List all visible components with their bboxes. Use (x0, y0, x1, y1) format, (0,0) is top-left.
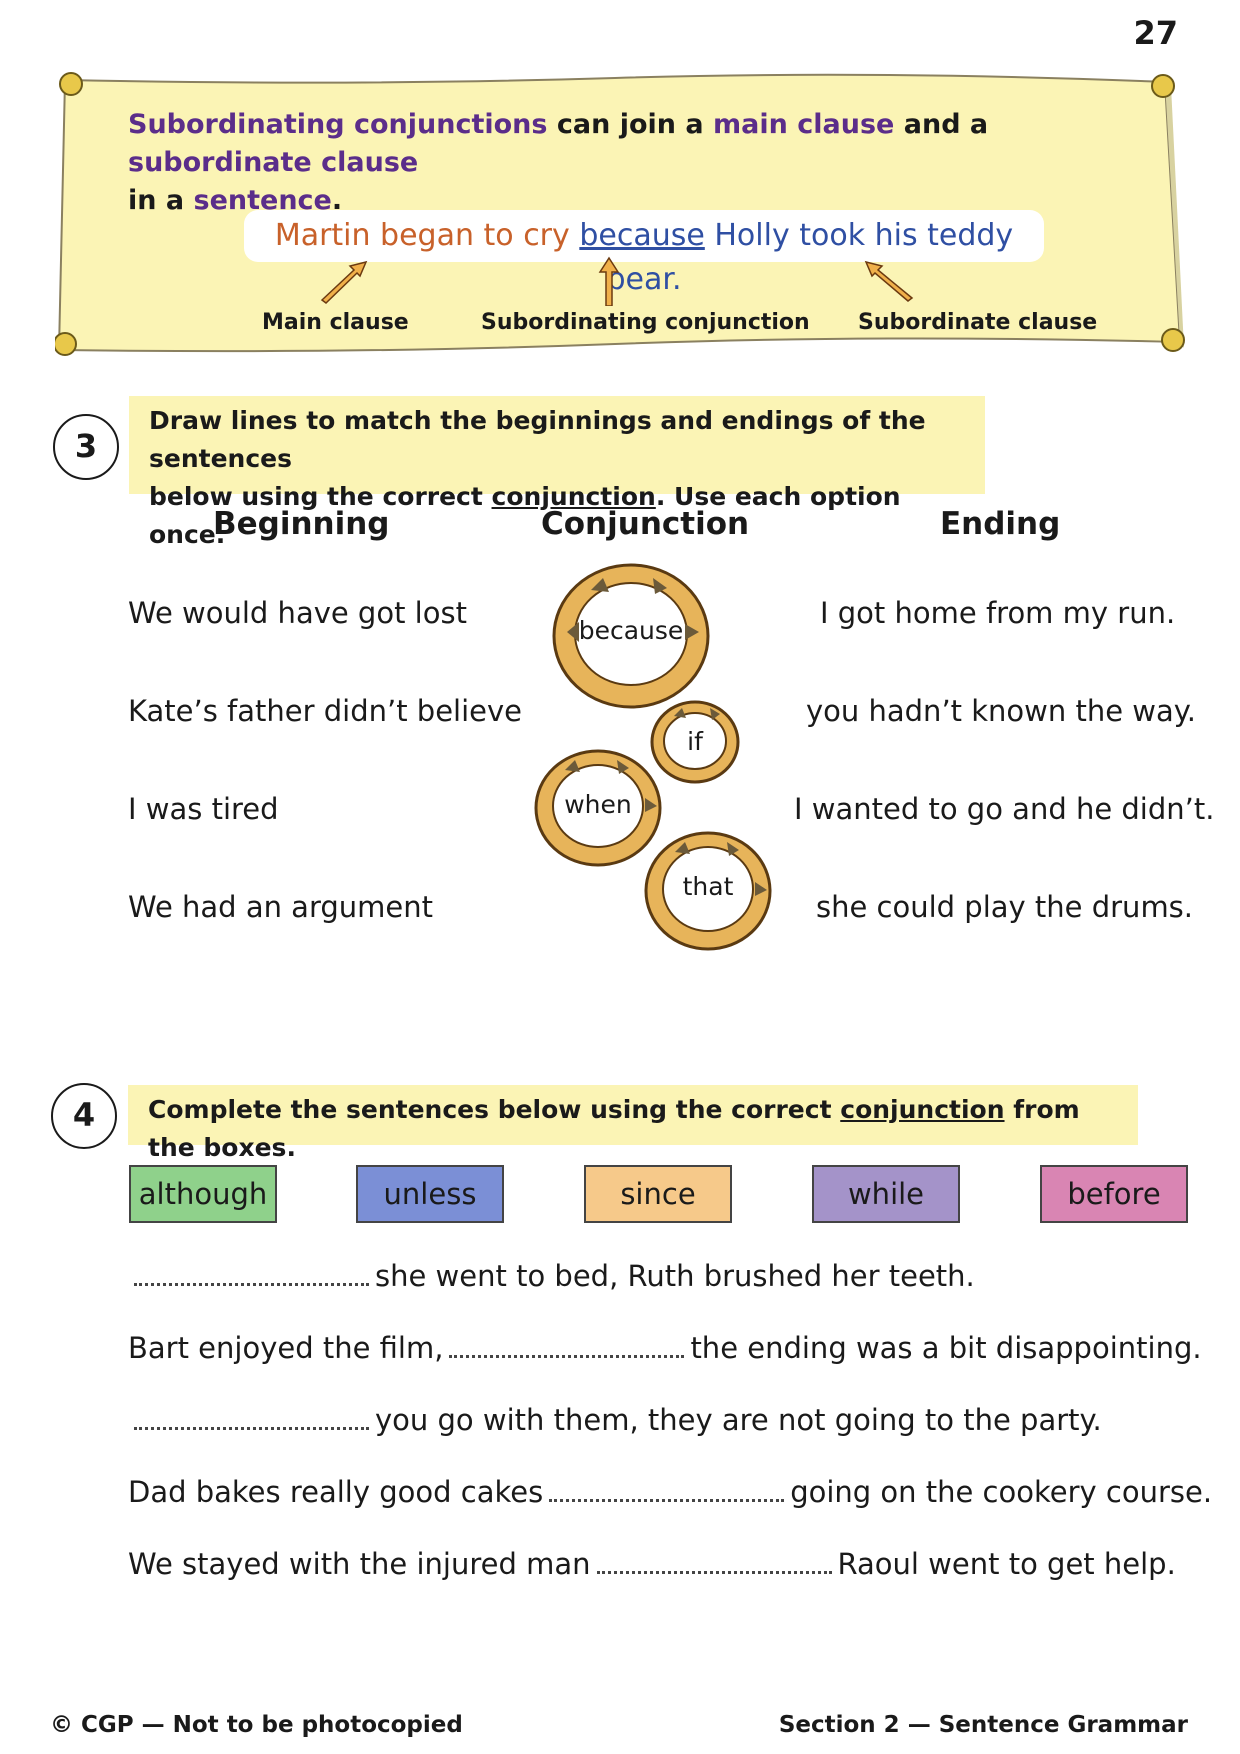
sentence-4: Dad bakes really good cakes going on the … (128, 1472, 1212, 1512)
label-main-clause: Main clause (262, 310, 409, 335)
intro-text: Subordinating conjunctions can join a ma… (128, 106, 1128, 220)
ending-item[interactable]: I wanted to go and he didn’t. (794, 792, 1215, 826)
q3-instruction-end: . Use each option once. (149, 482, 901, 549)
example-subordinate-clause: Holly took his teddy bear. (606, 218, 1014, 297)
conjunction-when[interactable]: when (564, 790, 632, 819)
answer-blank[interactable] (449, 1335, 685, 1358)
conjunction-if[interactable]: if (687, 727, 703, 756)
intro-text-part: and a (894, 109, 989, 140)
conjunction-that[interactable]: that (682, 872, 734, 901)
sentence-3: you go with them, they are not going to … (128, 1400, 1102, 1440)
badge-because[interactable] (551, 562, 711, 710)
intro-keyword: main clause (713, 109, 895, 140)
sentence-text: the ending was a bit disappointing. (690, 1331, 1202, 1365)
header-conjunction: Conjunction (541, 506, 750, 542)
question-3-instruction: Draw lines to match the beginnings and e… (129, 396, 985, 549)
sentence-text: she went to bed, Ruth brushed her teeth. (375, 1259, 975, 1293)
page-number: 27 (1133, 14, 1178, 52)
arrow-up-right-icon (320, 260, 368, 304)
q4-instruction-start: Complete the sentences below using the c… (148, 1095, 841, 1124)
intro-text-part: . (331, 185, 343, 216)
sentence-text: We stayed with the injured man (128, 1547, 591, 1581)
q3-keyword: conjunction (491, 482, 656, 511)
intro-keyword: subordinate clause (128, 147, 419, 178)
example-arrows (320, 256, 914, 306)
label-subordinating-conjunction: Subordinating conjunction (481, 310, 810, 335)
beginning-item[interactable]: We would have got lost (128, 596, 467, 630)
beginning-item[interactable]: We had an argument (128, 890, 433, 924)
conjunction-because[interactable]: because (578, 616, 684, 645)
sentence-5: We stayed with the injured man Raoul went… (128, 1544, 1176, 1584)
q4-instruction-end: from the boxes. (148, 1095, 1080, 1162)
option-box-before[interactable]: before (1040, 1165, 1188, 1223)
q3-instruction-line1: Draw lines to match the beginnings and e… (149, 406, 926, 473)
arrow-up-left-icon (864, 260, 914, 302)
arrow-up-icon (598, 256, 620, 306)
intro-keyword: Subordinating conjunctions (128, 109, 548, 140)
option-box-since[interactable]: since (584, 1165, 732, 1223)
header-beginning: Beginning (213, 506, 390, 542)
example-conjunction: because (579, 218, 705, 253)
example-sentence-box (244, 210, 1044, 262)
question-number-3: 3 (53, 414, 119, 480)
sentence-text: Raoul went to get help. (837, 1547, 1176, 1581)
badge-if[interactable] (650, 700, 740, 784)
question-4-instruction: Complete the sentences below using the c… (128, 1085, 1138, 1162)
option-box-unless[interactable]: unless (356, 1165, 504, 1223)
intro-text-part: in a (128, 185, 194, 216)
footer-copyright: © CGP — Not to be photocopied (50, 1712, 463, 1738)
sentence-text: Bart enjoyed the film, (128, 1331, 444, 1365)
sentence-text: you go with them, they are not going to … (375, 1403, 1102, 1437)
badge-when[interactable] (533, 748, 663, 868)
q3-instruction-line2: below using the correct (149, 482, 492, 511)
example-main-clause: Martin began to cry (274, 218, 570, 253)
intro-text-part: can join a (547, 109, 714, 140)
sentence-text: going on the cookery course. (790, 1475, 1213, 1509)
ending-item[interactable]: you hadn’t known the way. (806, 694, 1197, 728)
answer-blank[interactable] (596, 1551, 832, 1574)
answer-blank[interactable] (134, 1407, 369, 1430)
sentence-text: Dad bakes really good cakes (128, 1475, 544, 1509)
ending-item[interactable]: I got home from my run. (820, 596, 1176, 630)
beginning-item[interactable]: Kate’s father didn’t believe (128, 694, 523, 728)
sentence-2: Bart enjoyed the film, the ending was a b… (128, 1328, 1202, 1368)
badge-that[interactable] (643, 830, 773, 952)
option-box-while[interactable]: while (812, 1165, 960, 1223)
option-box-although[interactable]: although (129, 1165, 277, 1223)
sentence-1: she went to bed, Ruth brushed her teeth. (128, 1256, 975, 1296)
question-number-4: 4 (51, 1083, 117, 1149)
beginning-item[interactable]: I was tired (128, 792, 279, 826)
answer-blank[interactable] (549, 1479, 785, 1502)
footer-section: Section 2 — Sentence Grammar (778, 1712, 1188, 1738)
q4-keyword: conjunction (840, 1095, 1005, 1124)
label-subordinate-clause: Subordinate clause (858, 310, 1098, 335)
example-sentence: Martin began to cry because Holly took h… (244, 214, 1044, 302)
answer-blank[interactable] (134, 1263, 369, 1286)
ending-item[interactable]: she could play the drums. (816, 890, 1194, 924)
header-ending: Ending (940, 506, 1061, 542)
